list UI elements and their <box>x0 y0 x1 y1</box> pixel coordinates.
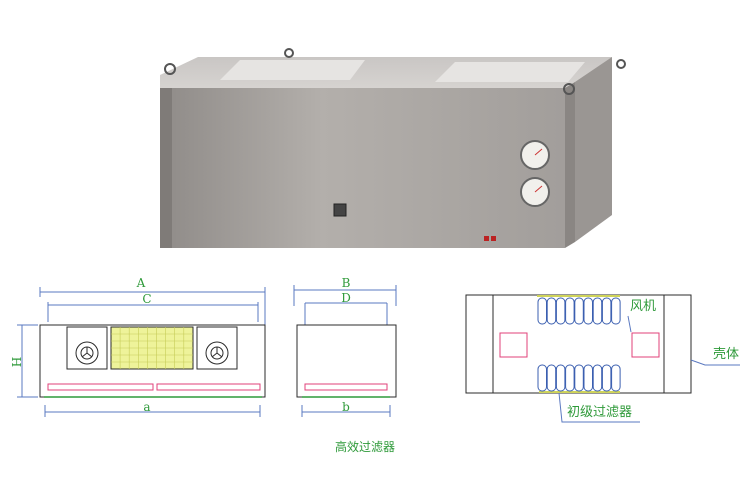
coil-loop <box>583 297 593 325</box>
lifting-eye-icon <box>284 48 294 58</box>
side-view-drawing: B D b <box>293 276 397 417</box>
hepa-filter-right <box>156 383 261 391</box>
label-B: B <box>342 276 351 290</box>
coil-loop <box>574 364 584 392</box>
front-view-drawing: A C H a <box>9 276 266 417</box>
label-C: C <box>142 292 151 306</box>
unit-right-side <box>565 82 575 248</box>
unit-front-face <box>160 88 565 248</box>
coil-loop <box>601 297 612 325</box>
coil-loop <box>574 297 584 325</box>
hepa-filter-left <box>47 383 154 391</box>
fan-icon <box>205 341 229 365</box>
gauge-needle <box>534 185 543 193</box>
power-switch <box>491 236 496 241</box>
top-vent-right <box>435 62 585 82</box>
label-a: a <box>143 400 150 414</box>
lifting-eye-icon <box>164 63 176 75</box>
top-vent-left <box>220 60 365 80</box>
label-D: D <box>341 291 351 305</box>
coil-loop <box>565 364 575 392</box>
control-display <box>333 203 347 217</box>
coil-loop <box>611 297 621 325</box>
unit-side-panel <box>575 57 612 242</box>
lifting-eye-icon <box>616 59 626 69</box>
unit-photo <box>160 48 626 248</box>
fan-box-right <box>631 332 660 358</box>
coil-loop <box>546 297 557 325</box>
coil-loop <box>611 364 621 392</box>
plan-view-drawing: 风机 壳体 初级过滤器 <box>465 294 740 423</box>
coil-loop <box>555 297 566 325</box>
hepa-filter-label: 高效过滤器 <box>335 439 395 454</box>
coil-loop <box>592 364 603 392</box>
housing-label: 壳体 <box>713 347 739 362</box>
fan-label: 风机 <box>630 299 656 314</box>
coil-loop <box>537 297 547 325</box>
label-H: H <box>9 357 23 367</box>
power-switch <box>484 236 489 241</box>
coil-loop <box>592 297 603 325</box>
coil-loop <box>565 297 575 325</box>
coil-loop <box>555 364 566 392</box>
label-A: A <box>136 276 146 290</box>
plan-view-housing <box>465 294 692 394</box>
prefilter-label: 初级过滤器 <box>567 405 632 420</box>
coil-loop <box>546 364 557 392</box>
prefilter-coils <box>537 297 621 392</box>
label-b: b <box>342 400 350 414</box>
unit-left-edge <box>160 88 172 248</box>
coil-loop <box>601 364 612 392</box>
gauge-needle <box>534 148 543 156</box>
fan-icon <box>75 341 99 365</box>
coil-loop <box>583 364 593 392</box>
fan-box-left <box>499 332 528 358</box>
lifting-eye-icon <box>563 83 575 95</box>
coil-loop <box>537 364 547 392</box>
hepa-filter-side <box>304 383 388 391</box>
